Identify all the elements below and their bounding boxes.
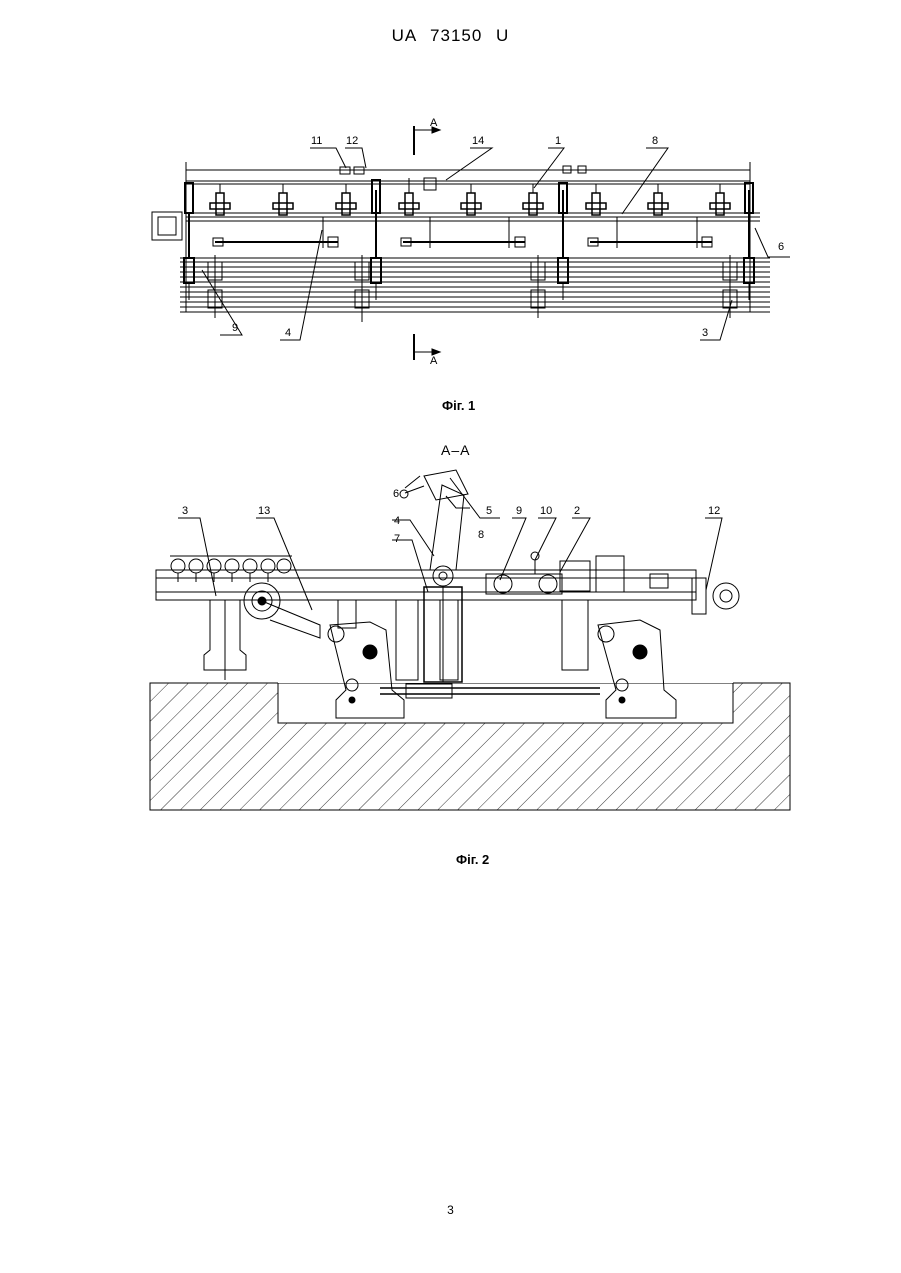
fig2-label-12: 12	[708, 505, 720, 517]
fig2-label-9: 9	[516, 505, 522, 517]
figure-2-caption: Фіг. 2	[456, 852, 489, 867]
fig2-label-13: 13	[258, 505, 270, 517]
fig2-label-10: 10	[540, 505, 552, 517]
page-number: 3	[0, 1203, 901, 1217]
fig2-label-3: 3	[182, 505, 188, 517]
fig2-label-5: 5	[486, 505, 492, 517]
figure-2-drawing: 6 5 4 8 7 9 10 2 3 13 12	[0, 0, 901, 830]
fig2-label-8: 8	[478, 529, 484, 541]
fig2-label-7: 7	[394, 533, 400, 545]
fig2-label-6: 6	[393, 488, 399, 500]
fig2-label-4: 4	[394, 515, 400, 527]
fig2-label-2: 2	[574, 505, 580, 517]
